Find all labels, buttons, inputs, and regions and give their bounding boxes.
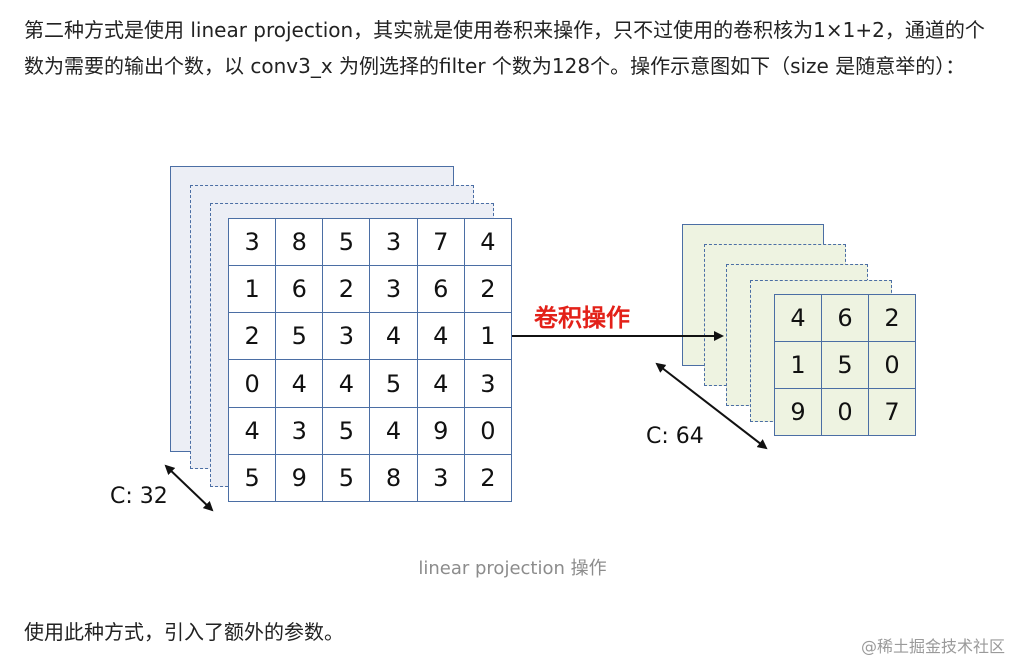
input-grid-cell: 2 <box>463 453 513 503</box>
outro-paragraph: 使用此种方式，引入了额外的参数。 <box>24 620 344 644</box>
operation-label: 卷积操作 <box>534 304 630 332</box>
output-grid-cell: 4 <box>774 294 822 342</box>
input-grid-cell: 4 <box>369 312 418 361</box>
output-grid-cell: 6 <box>821 294 869 342</box>
output-grid-cell: 7 <box>868 388 916 436</box>
intro-paragraph: 第二种方式是使用 linear projection，其实就是使用卷积来操作，只… <box>24 18 985 78</box>
output-depth-arrow <box>655 362 768 450</box>
output-grid-cell: 5 <box>821 341 869 389</box>
input-grid-cell: 1 <box>227 265 277 314</box>
figure-caption: linear projection 操作 <box>418 558 607 579</box>
input-grid-cell: 4 <box>416 312 465 361</box>
input-grid-cell: 9 <box>275 453 324 503</box>
output-grid-cell: 0 <box>868 341 916 389</box>
input-grid-cell: 4 <box>463 217 513 267</box>
input-channels-label: C: 32 <box>110 484 168 509</box>
output-grid-cell: 0 <box>821 388 869 436</box>
output-channels-label: C: 64 <box>646 424 704 449</box>
input-grid-cell: 4 <box>275 359 324 408</box>
output-grid-cell: 9 <box>774 388 822 436</box>
input-grid-cell: 4 <box>322 359 371 408</box>
input-grid-cell: 3 <box>416 453 465 503</box>
input-grid-cell: 5 <box>322 217 371 267</box>
input-grid-cell: 5 <box>322 406 371 455</box>
input-grid-cell: 3 <box>275 406 324 455</box>
input-depth-arrow <box>164 464 214 512</box>
input-grid-cell: 2 <box>322 265 371 314</box>
input-grid-cell: 5 <box>322 453 371 503</box>
input-grid-cell: 6 <box>416 265 465 314</box>
input-grid-cell: 1 <box>463 312 513 361</box>
input-grid-cell: 4 <box>227 406 277 455</box>
input-grid-cell: 0 <box>227 359 277 408</box>
input-grid-cell: 3 <box>322 312 371 361</box>
input-grid-cell: 3 <box>463 359 513 408</box>
output-grid-cell: 2 <box>868 294 916 342</box>
site-watermark: @稀土掘金技术社区 <box>860 637 1005 656</box>
input-grid-cell: 4 <box>369 406 418 455</box>
